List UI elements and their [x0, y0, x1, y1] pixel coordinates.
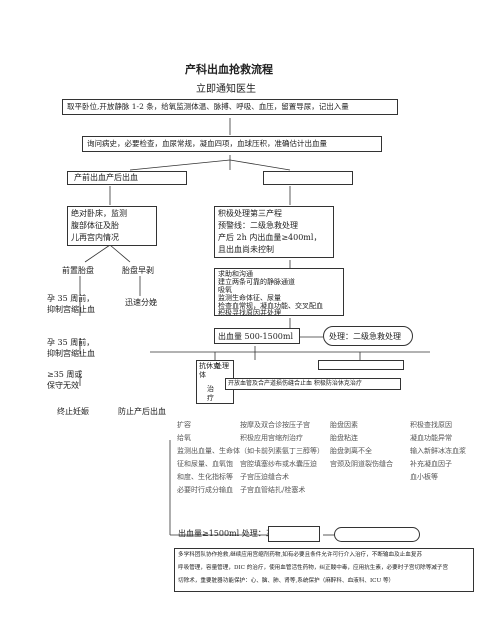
empty-box-right: [318, 360, 404, 370]
detail-far-1: 积极查找原因: [410, 421, 452, 429]
prevent-pph-label: 防止产后出血: [118, 407, 166, 416]
placental-abruption-label: 胎盘早剥: [122, 266, 154, 275]
detail-right-4: 宫颈及阴道裂伤缝合: [330, 460, 393, 468]
detail-far-3: 输入新鲜冰冻血浆: [410, 447, 466, 455]
assessment-text: 询问病史，必要检查，血尿常规，凝血四项，血球压积，准确估计出血量: [87, 139, 327, 148]
detail-mid-2: 积极应用宫缩剂治疗: [240, 434, 303, 442]
initial-care-text: 取平卧位,开放静脉 1-2 条，给氧监测体温、脉搏、呼吸、血压，留置导尿，记出入…: [67, 102, 349, 111]
anti-shock-line-box: 开放血管及合产道损伤缝合止血 积极防治休克治疗: [225, 378, 401, 390]
final-measures-box: 多学科团队协作抢救,继续应用宫缩剂药物,如有必要且条件允许可行介入治疗，不断输血…: [174, 548, 474, 592]
detail-far-5: 血小板等: [410, 473, 438, 481]
over-1500-text: 出血量≥1500ml 处理：三级急救处理: [178, 529, 314, 538]
detail-1: 扩容: [177, 421, 191, 429]
notify-doctor: 立即通知医生: [196, 84, 256, 95]
blood-loss-box: 出血量 500-1500ml: [214, 328, 300, 344]
final-line-1: 多学科团队协作抢救,继续应用宫缩剂药物,如有必要且条件允许可行介入治疗，不断输血…: [178, 552, 423, 558]
over-1500-box: [268, 526, 320, 542]
anti-shock-3: 体: [199, 371, 206, 379]
anti-shock-1: 抗休克: [199, 362, 220, 370]
detail-right-2: 胎盘粘连: [330, 434, 358, 442]
detail-mid-6: 子宫血管结扎/栓塞术: [240, 486, 306, 494]
level2-box: 处理：二级急救处理: [323, 326, 413, 346]
left-col-line-1: 孕 35 周前，: [47, 294, 95, 303]
quick-delivery-label: 迅速分娩: [125, 298, 157, 307]
placenta-previa-label: 前置胎盘: [62, 266, 94, 275]
third-stage-box: 积极处理第三产程 预警线：二级急救处理 产后 2h 内出血量≥400ml， 且出…: [214, 206, 334, 258]
final-line-3: 切除术，重要脏器功能保护：心、脑、肺、肾等,系统保护（麻醉科、血液科、ICU 等…: [178, 578, 395, 584]
detail-mid-3: （如卡前列素氨丁三醇等）: [240, 447, 324, 455]
antepartum-label: 产前出血产后出血: [74, 173, 138, 182]
detail-4: 征和尿量、血氧饱: [177, 460, 233, 468]
rescue-line-6: 积极寻找原因并处理: [218, 309, 281, 317]
rescue-line-3: 吸氧: [218, 286, 232, 294]
level2-text: 处理：二级急救处理: [329, 332, 401, 341]
detail-5: 和度、生化指标等: [177, 473, 233, 481]
detail-far-2: 凝血功能异常: [410, 434, 452, 442]
bedrest-line-2: 腹部体征及胎: [71, 221, 119, 230]
detail-2: 给氧: [177, 434, 191, 442]
page-title: 产科出血抢救流程: [185, 63, 273, 76]
detail-6: 必要时行成分输血: [177, 486, 233, 494]
bedrest-box: 绝对卧床，监测 腹部体征及胎 儿再宫内情况: [67, 206, 157, 246]
third-stage-line-3: 产后 2h 内出血量≥400ml，: [218, 233, 322, 242]
left-col-line-3: 孕 35 周前，: [47, 338, 95, 347]
detail-right-3: 胎盘剥离不全: [330, 447, 372, 455]
antepartum-box: 产前出血产后出血: [67, 171, 187, 185]
third-stage-line-4: 且出血尚未控制: [218, 245, 274, 254]
detail-mid-4: 宫腔填塞纱布或水囊压迫: [240, 460, 317, 468]
blood-loss-text: 出血量 500-1500ml: [218, 332, 294, 341]
bedrest-line-3: 儿再宫内情况: [71, 233, 119, 242]
left-col-line-5: ≥35 周或: [47, 370, 83, 379]
rescue-line-2: 建立两条可靠的静脉通道: [218, 278, 295, 286]
rescue-box: 求助和沟通 建立两条可靠的静脉通道 吸氧 监测生命体征、尿量 检查血常规，凝血功…: [214, 268, 344, 317]
rescue-line-5: 检查血常规，凝血功能、交叉配血: [218, 302, 323, 310]
left-col-line-2: 抑制宫缩止血: [47, 305, 95, 314]
anti-shock-line-text: 开放血管及合产道损伤缝合止血 积极防治休克治疗: [228, 380, 362, 387]
third-stage-line-2: 预警线：二级急救处理: [218, 221, 298, 230]
rescue-line-4: 监测生命体征、尿量: [218, 294, 281, 302]
anti-shock-4: 治: [207, 385, 214, 393]
level3-oval: [334, 527, 420, 542]
detail-right-1: 胎盘因素: [330, 421, 358, 429]
third-stage-line-1: 积极处理第三产程: [218, 209, 282, 218]
postpartum-box: [263, 171, 353, 185]
left-col-line-6: 保守无效: [47, 381, 79, 390]
assessment-box: 询问病史，必要检查，血尿常规，凝血四项，血球压积，准确估计出血量: [82, 136, 382, 152]
anti-shock-2: 处理: [215, 362, 229, 370]
left-col-line-4: 抑制宫缩止血: [47, 349, 95, 358]
final-line-2: 呼吸管理，容量管理，DIC 的治疗，使用血管活性药物，纠正酸中毒，应用抗生素，必…: [178, 565, 449, 571]
detail-far-4: 补充凝血因子: [410, 460, 452, 468]
detail-mid-5: 子宫压迫缝合术: [240, 473, 289, 481]
detail-3: 监测出血量、生命体: [177, 447, 240, 455]
initial-care-box: 取平卧位,开放静脉 1-2 条，给氧监测体温、脉搏、呼吸、血压，留置导尿，记出入…: [62, 99, 398, 115]
detail-mid-1: 按摩及双合诊按压子宫: [240, 421, 310, 429]
terminate-pregnancy-label: 终止妊娠: [57, 407, 89, 416]
bedrest-line-1: 绝对卧床，监测: [71, 209, 127, 218]
anti-shock-5: 疗: [207, 394, 214, 402]
rescue-line-1: 求助和沟通: [218, 270, 253, 278]
